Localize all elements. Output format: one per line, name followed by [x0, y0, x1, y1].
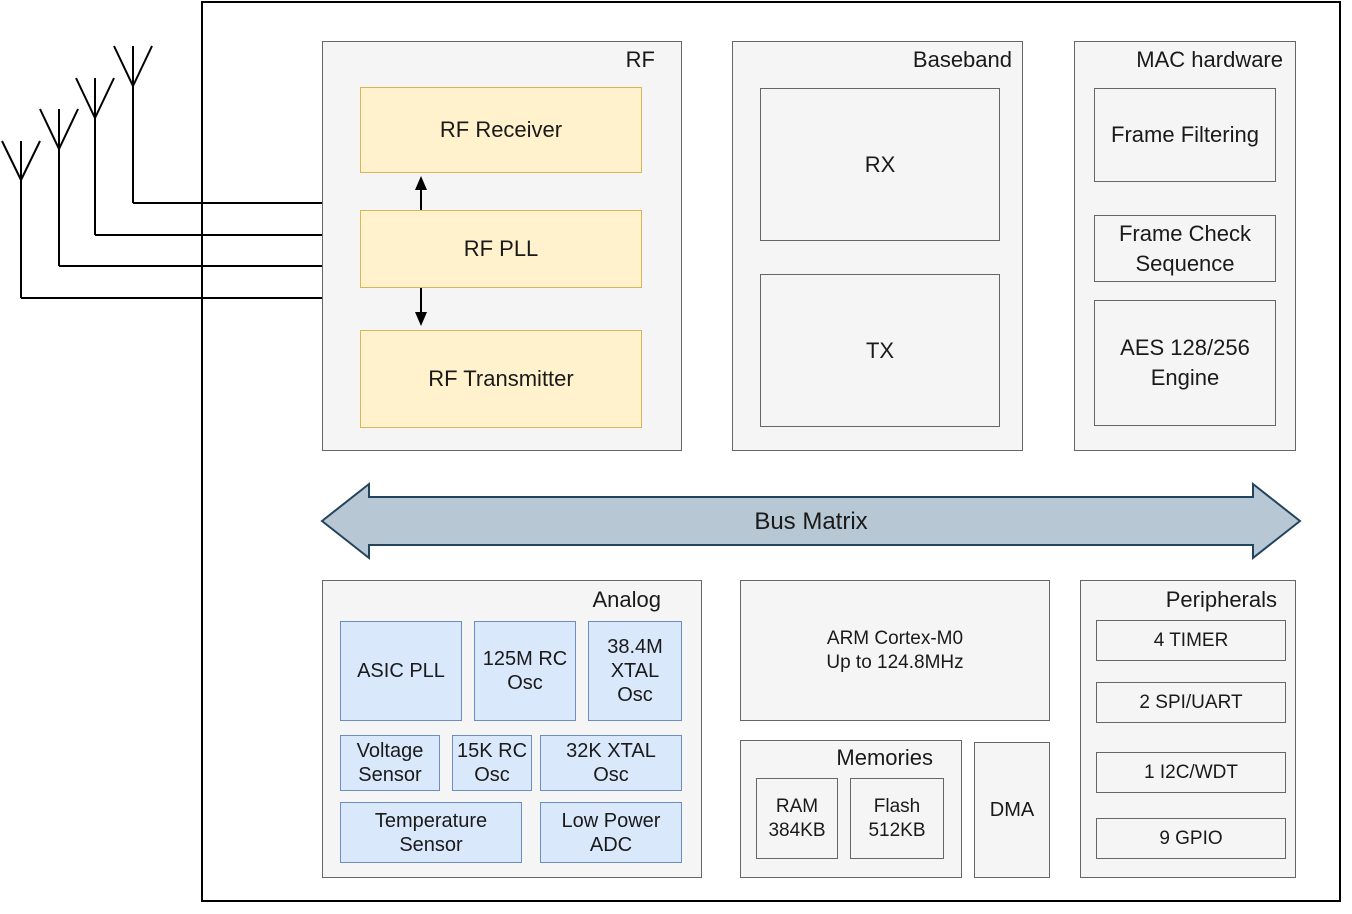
rf-title: RF	[625, 47, 655, 72]
rc15-label-line2: Osc	[474, 764, 510, 786]
peripheral-label: 1 I2C/WDT	[1144, 761, 1238, 783]
temp-label-line2: Sensor	[399, 833, 463, 856]
ram-label-line2: 384KB	[768, 819, 826, 841]
tx-label: TX	[865, 337, 895, 363]
peripheral-label: 9 GPIO	[1159, 827, 1223, 849]
adc-label-line2: ADC	[589, 833, 633, 856]
mac-hardware-title: MAC hardware	[1136, 47, 1283, 72]
tx-block[interactable]: TX	[760, 274, 1000, 427]
arm-cortex-m0-block[interactable]: ARM Cortex-M0 Up to 124.8MHz	[740, 580, 1050, 721]
asic-pll-label: ASIC PLL	[357, 660, 445, 682]
bus-matrix-label: Bus Matrix	[754, 508, 868, 535]
flash-label-line2: 512KB	[868, 819, 926, 841]
ram-block[interactable]: RAM 384KB	[756, 778, 838, 859]
fcs-label-line2: Sequence	[1135, 250, 1235, 276]
rf-transmitter-label: RF Transmitter	[428, 366, 574, 391]
rf-pll-label: RF PLL	[463, 236, 539, 261]
frame-check-sequence-block[interactable]: Frame Check Sequence	[1094, 215, 1276, 282]
aes-engine-block[interactable]: AES 128/256 Engine	[1094, 300, 1276, 426]
antenna-icon	[39, 108, 323, 267]
rf-pll-block[interactable]: RF PLL	[360, 210, 642, 288]
bus-matrix-arrow[interactable]	[320, 481, 1302, 561]
rc125-label-line2: Osc	[507, 672, 543, 694]
xtal32-osc-block[interactable]: 32K XTAL Osc	[540, 735, 682, 791]
rx-block[interactable]: RX	[760, 88, 1000, 241]
voltage-label-line1: Voltage	[356, 740, 424, 762]
antenna-icon	[113, 45, 323, 204]
fcs-label-line1: Frame Check	[1118, 220, 1252, 246]
gpio-block[interactable]: 9 GPIO	[1096, 818, 1286, 859]
antenna-icon	[1, 140, 323, 299]
cpu-label-line2: Up to 124.8MHz	[826, 652, 964, 673]
rf-transmitter-block[interactable]: RF Transmitter	[360, 330, 642, 428]
low-power-adc-block[interactable]: Low Power ADC	[540, 802, 682, 863]
voltage-label-line2: Sensor	[358, 764, 422, 786]
antenna-array	[1, 45, 323, 299]
dma-label: DMA	[989, 799, 1035, 821]
dma-block[interactable]: DMA	[974, 742, 1050, 878]
frame-filtering-block[interactable]: Frame Filtering	[1094, 88, 1276, 182]
peripheral-label: 2 SPI/UART	[1139, 691, 1243, 713]
rc15-label-line1: 15K RC	[456, 740, 528, 762]
flash-block[interactable]: Flash 512KB	[850, 778, 944, 859]
adc-label-line1: Low Power	[561, 809, 661, 832]
xtal38-label-line3: Osc	[617, 684, 653, 706]
xtal32-label-line1: 32K XTAL	[566, 740, 656, 762]
rf-receiver-label: RF Receiver	[439, 117, 563, 142]
voltage-sensor-block[interactable]: Voltage Sensor	[340, 735, 440, 791]
antenna-icon	[75, 77, 323, 236]
rc125-label-line1: 125M RC	[482, 648, 568, 670]
rc125-osc-block[interactable]: 125M RC Osc	[474, 621, 576, 721]
cpu-label-line1: ARM Cortex-M0	[826, 628, 964, 649]
xtal38-label-line2: XTAL	[610, 660, 660, 682]
i2c-wdt-block[interactable]: 1 I2C/WDT	[1096, 752, 1286, 793]
aes-label-line2: Engine	[1150, 365, 1220, 390]
temperature-sensor-block[interactable]: Temperature Sensor	[340, 802, 522, 863]
peripherals-title: Peripherals	[1165, 587, 1277, 612]
temp-label-line1: Temperature	[374, 809, 488, 832]
aes-label-line1: AES 128/256	[1120, 335, 1250, 360]
peripheral-label: 4 TIMER	[1153, 629, 1229, 651]
analog-title: Analog	[592, 587, 661, 612]
frame-filtering-label: Frame Filtering	[1111, 122, 1259, 147]
ram-label-line1: RAM	[775, 795, 819, 817]
timer-block[interactable]: 4 TIMER	[1096, 620, 1286, 661]
xtal38-osc-block[interactable]: 38.4M XTAL Osc	[588, 621, 682, 721]
xtal32-label-line2: Osc	[593, 764, 629, 786]
baseband-title: Baseband	[912, 47, 1012, 72]
rf-receiver-block[interactable]: RF Receiver	[360, 87, 642, 173]
spi-uart-block[interactable]: 2 SPI/UART	[1096, 682, 1286, 723]
flash-label-line1: Flash	[873, 795, 921, 817]
memories-title: Memories	[836, 745, 933, 770]
rx-label: RX	[864, 151, 896, 177]
rc15-osc-block[interactable]: 15K RC Osc	[452, 735, 532, 791]
asic-pll-block[interactable]: ASIC PLL	[340, 621, 462, 721]
xtal38-label-line1: 38.4M	[607, 636, 663, 658]
